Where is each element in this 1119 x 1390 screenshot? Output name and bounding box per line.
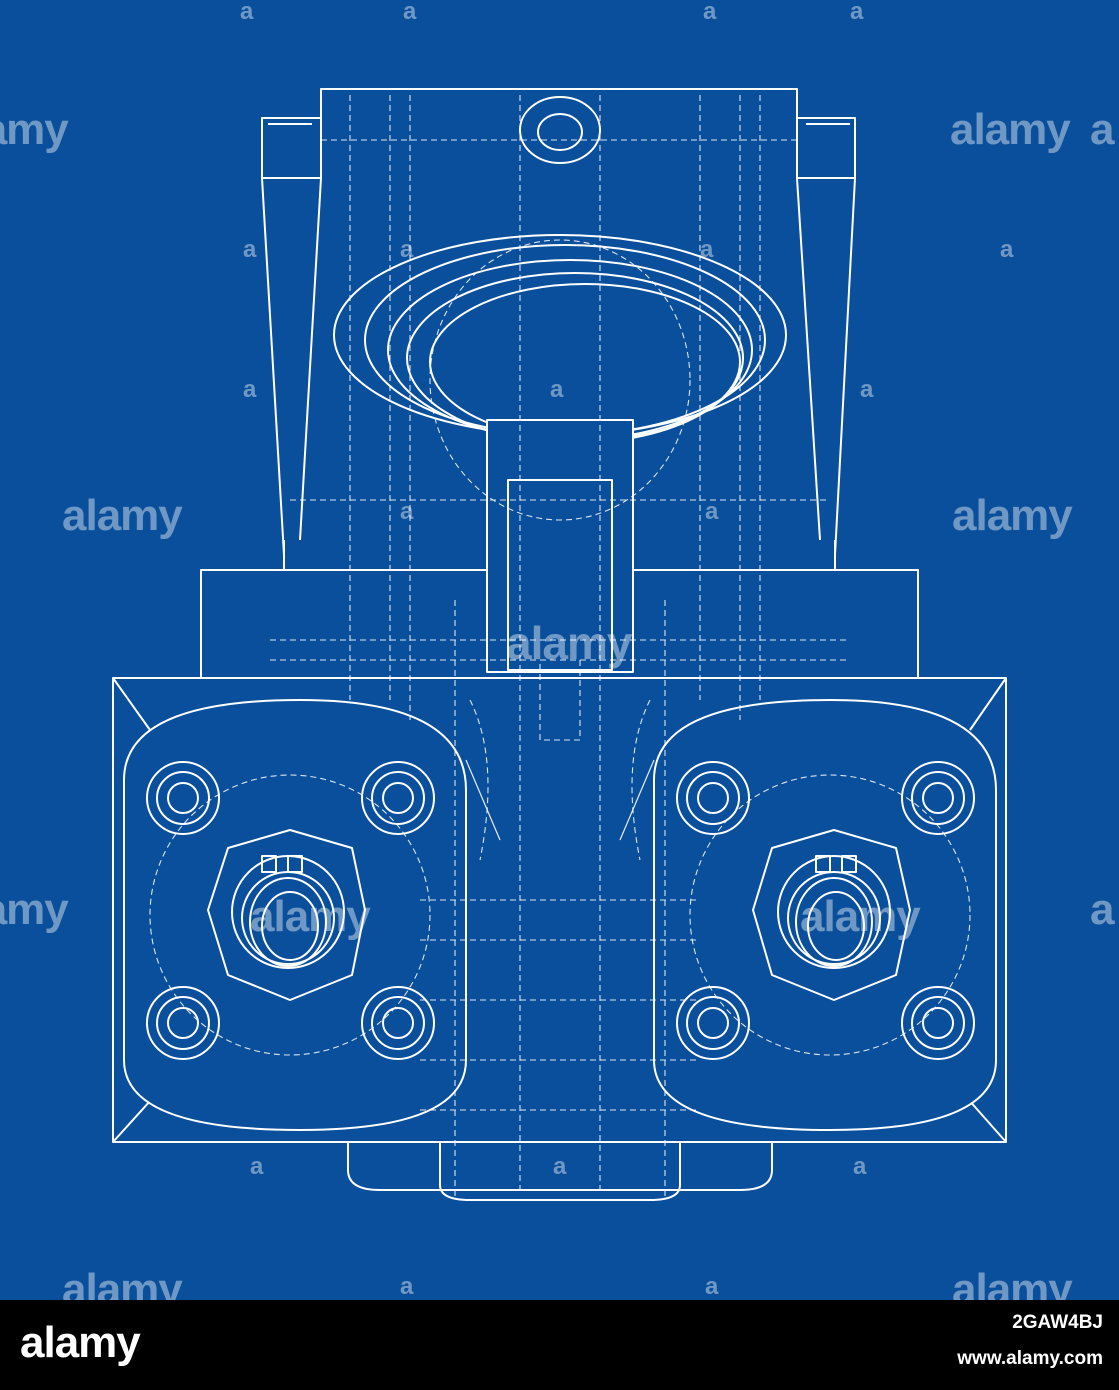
footer-logo: alamy xyxy=(20,1318,141,1367)
housing-left-taper xyxy=(299,177,322,541)
right-fitting-bore xyxy=(795,877,873,967)
mechanical-drawing xyxy=(0,0,1119,1300)
left-hex-nut xyxy=(207,829,366,1001)
right-cover-plate xyxy=(653,699,997,1131)
stem-slot xyxy=(507,479,613,671)
bolt-right-tr xyxy=(901,761,975,835)
section-lines xyxy=(465,759,655,841)
block-chamfer-tr xyxy=(969,677,1007,731)
image-id: 2GAW4BJ xyxy=(1012,1312,1103,1333)
block-chamfer-tl xyxy=(112,677,151,731)
hidden-left-bore xyxy=(149,774,431,1056)
bolt-right-bl xyxy=(676,986,750,1060)
hidden-right-bore xyxy=(689,774,971,1056)
right-clip-a xyxy=(815,855,831,873)
right-fitting-outer xyxy=(787,871,881,965)
footer-bar: alamy 2GAW4BJ www.alamy.com xyxy=(0,1300,1119,1390)
hidden-slot xyxy=(539,659,581,741)
left-clip-b xyxy=(287,855,303,873)
bolt-left-bl xyxy=(146,986,220,1060)
section-line xyxy=(619,759,655,841)
right-clip-b xyxy=(841,855,857,873)
left-bolts xyxy=(146,761,435,1060)
blueprint-canvas: alamy a alamy a a a a a a a a alamy alam… xyxy=(0,0,1119,1300)
hidden-curve-left xyxy=(469,699,489,861)
bottom-cylinder xyxy=(347,1142,773,1191)
main-block xyxy=(112,677,1007,1143)
bolt-left-tl xyxy=(146,761,220,835)
left-fitting-bore xyxy=(249,877,327,967)
hidden-center-bore xyxy=(429,239,691,521)
top-port-inner xyxy=(537,113,583,151)
housing-right-taper xyxy=(796,177,821,541)
right-bolts xyxy=(676,761,975,1060)
left-clip-a xyxy=(261,855,277,873)
hidden-lines xyxy=(149,95,971,1200)
bolt-left-br xyxy=(361,986,435,1060)
right-fitting-inner xyxy=(807,891,865,961)
right-hex-nut xyxy=(752,829,911,1001)
bolt-right-tl xyxy=(676,761,750,835)
left-cover-plate xyxy=(123,699,467,1131)
section-line xyxy=(465,759,501,841)
hidden-curve-right xyxy=(631,699,651,861)
right-fitting-ring xyxy=(777,855,891,969)
bolt-right-br xyxy=(901,986,975,1060)
footer-url[interactable]: www.alamy.com xyxy=(957,1348,1103,1369)
bottom-hub xyxy=(439,1142,681,1201)
center-stem xyxy=(486,419,634,673)
bolt-left-tr xyxy=(361,761,435,835)
left-fitting-inner xyxy=(261,891,319,961)
